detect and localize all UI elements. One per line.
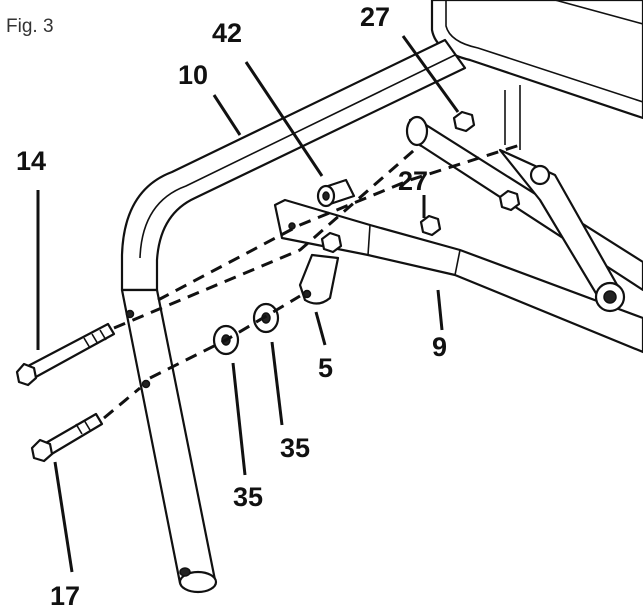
callout-14: 14: [16, 146, 46, 176]
bracket-part-5: [298, 253, 340, 305]
handle-tube-part-10: [120, 38, 467, 594]
callout-35-left: 35: [233, 482, 263, 512]
callout-10: 10: [178, 60, 208, 90]
assembly-lines: [103, 143, 521, 420]
bolt-part-17: [30, 412, 104, 463]
callout-9: 9: [432, 332, 447, 362]
bolt-part-14: [15, 322, 116, 387]
callout-27-top: 27: [360, 2, 390, 32]
callout-17: 17: [50, 581, 80, 611]
callout-27-mid: 27: [398, 166, 428, 196]
washers-part-35: [212, 302, 280, 356]
callout-42: 42: [212, 18, 242, 48]
callout-35-right: 35: [280, 433, 310, 463]
callout-5: 5: [318, 353, 333, 383]
spacer-part-42: [316, 178, 356, 208]
figure-label: Fig. 3: [6, 16, 54, 37]
leader-lines: [36, 35, 460, 573]
nuts-part-27: [320, 110, 521, 254]
